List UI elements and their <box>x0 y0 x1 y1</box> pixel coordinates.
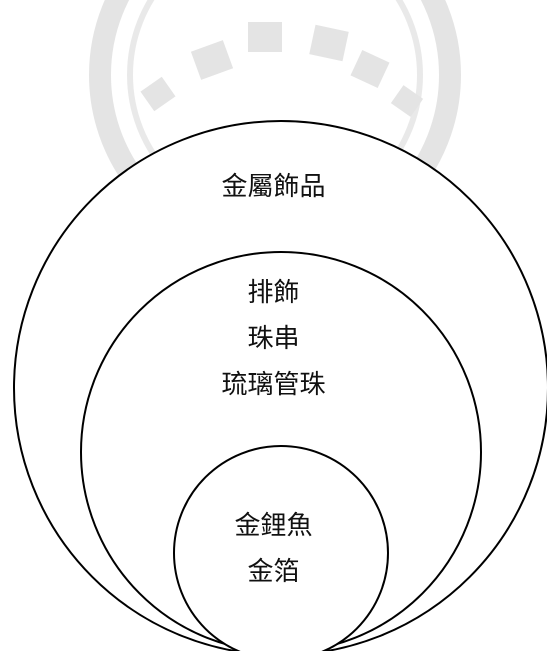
middle-circle-line-3: 琉璃管珠 <box>221 370 326 400</box>
inner-circle-line-2: 金箔 <box>247 557 300 587</box>
middle-circle-line-2: 珠串 <box>247 324 300 354</box>
inner-circle <box>173 445 389 651</box>
inner-circle-line-1: 金鋰魚 <box>234 511 313 541</box>
middle-circle-line-1: 排飾 <box>247 278 300 308</box>
outer-circle-label: 金屬飾品 <box>221 172 326 202</box>
